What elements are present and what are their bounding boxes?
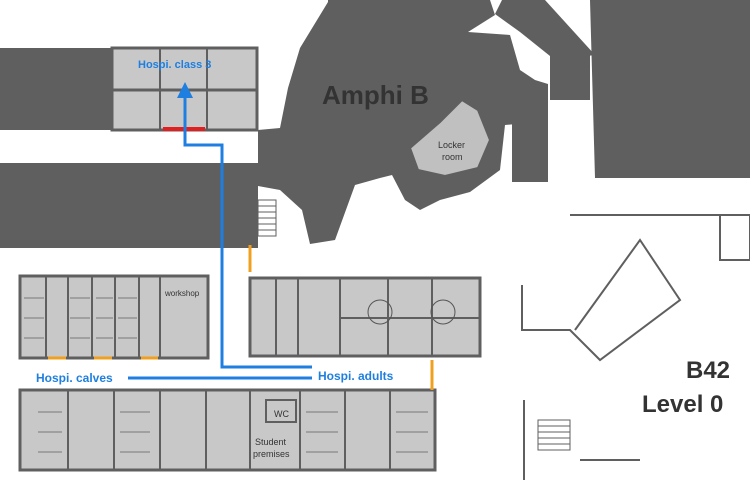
locker-room <box>408 98 492 178</box>
hospi-calves-label: Hospi. calves <box>36 371 113 385</box>
locker-label-2: room <box>442 152 463 162</box>
amphi-b-building <box>258 0 548 244</box>
student-label-1: Student <box>255 437 287 447</box>
locker-label-1: Locker <box>438 140 465 150</box>
building-label: B42 <box>686 357 730 384</box>
workshop-label: workshop <box>164 289 200 298</box>
hospi-adults-label: Hospi. adults <box>318 369 394 383</box>
door-swing-2 <box>430 299 456 325</box>
dark-buildings <box>0 0 750 248</box>
amphi-label: Amphi B <box>322 80 429 110</box>
calves-bottom-block: WC Student premises <box>18 388 437 472</box>
route-path <box>128 95 312 380</box>
wc-room <box>265 399 297 423</box>
building-far-right <box>590 0 750 178</box>
adults-block <box>248 276 482 358</box>
building-mid-left <box>0 163 258 248</box>
building-top-right-upper <box>550 55 590 100</box>
building-top-right-wing <box>495 0 595 60</box>
door-swing-1 <box>367 299 393 325</box>
b42-outline <box>521 214 750 480</box>
building-right-center <box>512 95 548 182</box>
hospi-class3-label: Hospi. class 3 <box>138 59 211 71</box>
student-label-2: premises <box>253 449 290 459</box>
calves-top-block: workshop <box>18 274 210 360</box>
stairs-icon <box>257 199 277 237</box>
calves-bottom-outer <box>18 388 437 472</box>
wc-label: WC <box>274 409 289 419</box>
stairs-icon-2 <box>537 419 571 451</box>
arrow-up-icon <box>177 82 193 98</box>
level-label: Level 0 <box>642 391 723 418</box>
